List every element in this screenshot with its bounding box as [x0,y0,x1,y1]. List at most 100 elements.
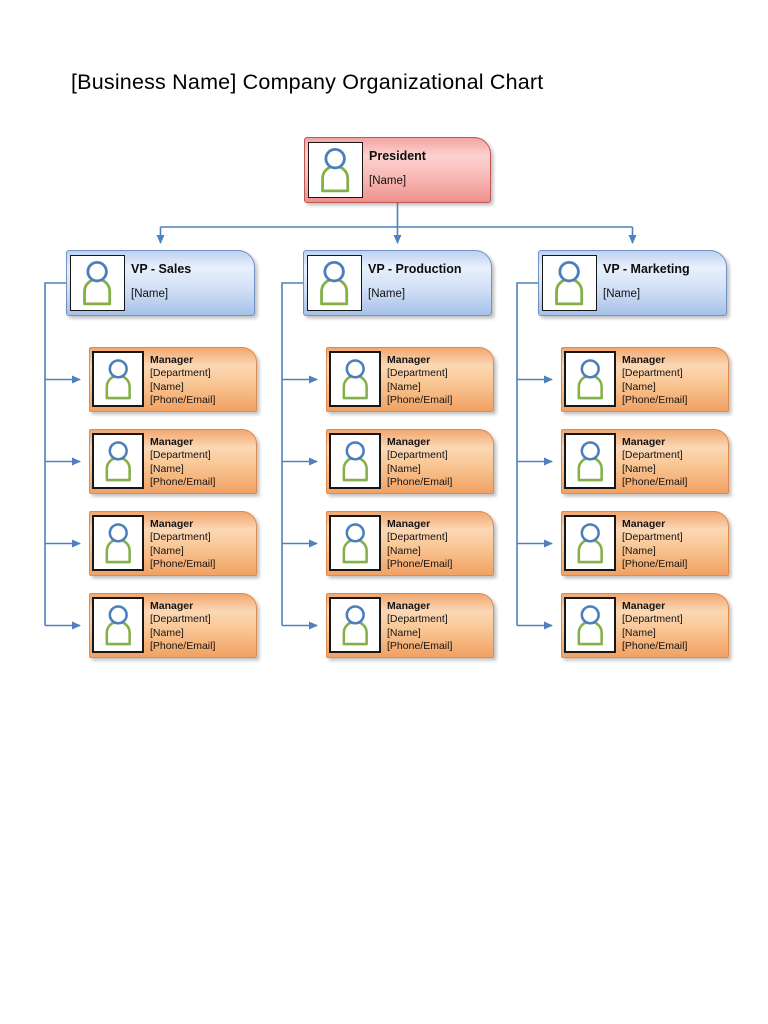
node-name: [Name] [150,626,184,639]
manager-department: [Department] [387,531,448,544]
person-icon [342,358,368,399]
person-icon [555,260,584,306]
manager-node: Manager[Department][Name][Phone/Email] [561,593,729,658]
manager-node: Manager[Department][Name][Phone/Email] [326,429,494,494]
person-icon [342,522,368,563]
node-title: VP - Production [368,262,462,276]
node-title: Manager [387,600,431,612]
manager-contact: [Phone/Email] [150,558,216,571]
manager-node: Manager[Department][Name][Phone/Email] [326,347,494,412]
node-title: Manager [150,354,194,366]
manager-department: [Department] [387,613,448,626]
manager-department: [Department] [622,367,683,380]
person-icon [105,604,131,645]
node-title: VP - Marketing [603,262,690,276]
manager-contact: [Phone/Email] [387,558,453,571]
node-name: [Name] [387,544,421,557]
person-icon [321,147,350,193]
person-photo [92,515,144,571]
person-photo [307,255,362,311]
manager-contact: [Phone/Email] [622,558,688,571]
manager-contact: [Phone/Email] [622,640,688,653]
manager-contact: [Phone/Email] [622,394,688,407]
manager-department: [Department] [387,449,448,462]
node-title: Manager [622,600,666,612]
person-icon [105,522,131,563]
person-photo [329,433,381,489]
manager-department: [Department] [150,367,211,380]
manager-contact: [Phone/Email] [150,394,216,407]
node-title: VP - Sales [131,262,192,276]
manager-contact: [Phone/Email] [150,640,216,653]
person-icon [342,440,368,481]
manager-node: Manager[Department][Name][Phone/Email] [561,511,729,576]
manager-contact: [Phone/Email] [622,476,688,489]
node-title: Manager [387,518,431,530]
node-name: [Name] [622,462,656,475]
node-name: [Name] [131,288,169,300]
node-title: Manager [150,518,194,530]
manager-node: Manager[Department][Name][Phone/Email] [561,429,729,494]
node-name: [Name] [622,626,656,639]
node-name: [Name] [603,288,641,300]
node-name: [Name] [150,380,184,393]
node-name: [Name] [368,288,406,300]
node-title: Manager [622,354,666,366]
manager-department: [Department] [622,449,683,462]
node-name: [Name] [150,544,184,557]
person-icon [83,260,112,306]
person-icon [342,604,368,645]
person-photo [564,433,616,489]
node-name: [Name] [387,462,421,475]
person-photo [564,515,616,571]
node-title: President [369,149,426,163]
node-name: [Name] [622,544,656,557]
manager-node: Manager[Department][Name][Phone/Email] [89,347,257,412]
person-photo [564,597,616,653]
manager-contact: [Phone/Email] [387,640,453,653]
person-icon [577,522,603,563]
node-name: [Name] [622,380,656,393]
manager-node: Manager[Department][Name][Phone/Email] [89,511,257,576]
vp-node: VP - Marketing [Name] [538,250,727,316]
person-icon [105,358,131,399]
manager-department: [Department] [622,531,683,544]
node-title: Manager [387,436,431,448]
person-photo [542,255,597,311]
manager-contact: [Phone/Email] [150,476,216,489]
manager-node: Manager[Department][Name][Phone/Email] [561,347,729,412]
manager-department: [Department] [150,449,211,462]
node-title: Manager [387,354,431,366]
node-name: [Name] [369,175,407,187]
person-photo [329,597,381,653]
person-photo [92,351,144,407]
node-title: Manager [150,436,194,448]
manager-node: Manager[Department][Name][Phone/Email] [326,593,494,658]
person-icon [320,260,349,306]
person-icon [577,358,603,399]
manager-department: [Department] [150,531,211,544]
president-node: President [Name] [304,137,491,203]
person-photo [70,255,125,311]
page-title: [Business Name] Company Organizational C… [71,70,544,94]
manager-department: [Department] [150,613,211,626]
manager-department: [Department] [622,613,683,626]
manager-contact: [Phone/Email] [387,394,453,407]
manager-department: [Department] [387,367,448,380]
node-title: Manager [622,436,666,448]
manager-contact: [Phone/Email] [387,476,453,489]
vp-node: VP - Sales [Name] [66,250,255,316]
person-photo [329,351,381,407]
node-name: [Name] [387,626,421,639]
node-title: Manager [150,600,194,612]
node-name: [Name] [387,380,421,393]
vp-node: VP - Production [Name] [303,250,492,316]
node-title: Manager [622,518,666,530]
manager-node: Manager[Department][Name][Phone/Email] [89,429,257,494]
person-photo [92,433,144,489]
manager-node: Manager[Department][Name][Phone/Email] [89,593,257,658]
person-icon [577,440,603,481]
manager-node: Manager[Department][Name][Phone/Email] [326,511,494,576]
person-photo [308,142,363,198]
person-icon [105,440,131,481]
